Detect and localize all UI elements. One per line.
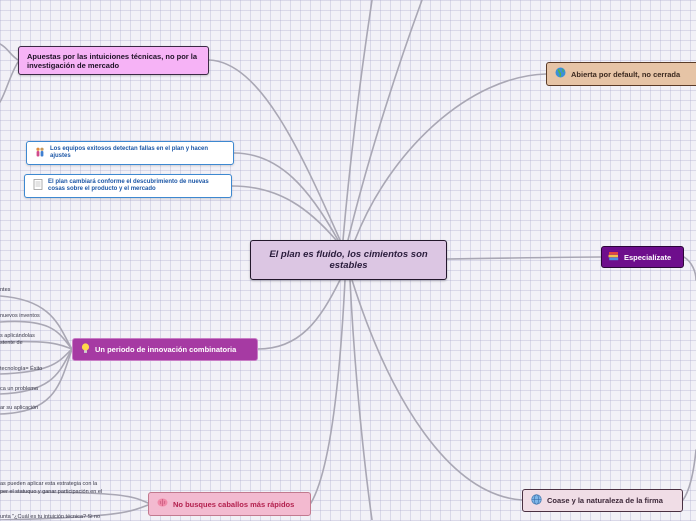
topic-especializate[interactable]: Especialízate — [601, 246, 684, 268]
globe-icon — [555, 67, 566, 81]
topic-apuestas-label: Apuestas por las intuiciones técnicas, n… — [27, 51, 198, 70]
topic-abierta-label: Abierta por default, no cerrada — [571, 69, 681, 79]
network-globe-icon — [531, 493, 542, 508]
subtopic-text[interactable]: ca un problema — [0, 386, 38, 392]
topic-plan-cambiara-label: El plan cambiará conforme el descubrimie… — [48, 178, 209, 192]
topic-caballos[interactable]: No busques caballos más rápidos — [148, 492, 311, 516]
subtopic-text[interactable]: ntes — [0, 287, 11, 293]
topic-coase-label: Coase y la naturaleza de la firma — [547, 496, 663, 505]
subtopic-text[interactable]: tecnología= Éxito — [0, 366, 43, 372]
central-topic[interactable]: El plan es fluido, los cimientos son est… — [250, 240, 447, 280]
topic-abierta[interactable]: Abierta por default, no cerrada — [546, 62, 696, 86]
topic-especializate-label: Especialízate — [624, 252, 672, 262]
topic-equipos[interactable]: Los equipos exitosos detectan fallas en … — [26, 141, 234, 165]
subtopic-text[interactable]: ar su aplicación — [0, 405, 39, 411]
people-icon — [35, 147, 45, 160]
subtopic-text[interactable]: as pueden aplicar esta estrategia con la — [0, 481, 98, 487]
subtopic-text[interactable]: nuevos inventos — [0, 313, 40, 319]
topic-plan-cambiara[interactable]: El plan cambiará conforme el descubrimie… — [24, 174, 232, 198]
lightbulb-icon — [81, 342, 90, 357]
topic-periodo-label: Un periodo de innovación combinatoria — [95, 345, 237, 354]
topic-equipos-label: Los equipos exitosos detectan fallas en … — [50, 145, 209, 159]
brain-icon — [157, 498, 168, 510]
topic-periodo[interactable]: Un periodo de innovación combinatoria — [72, 338, 258, 361]
topic-apuestas[interactable]: Apuestas por las intuiciones técnicas, n… — [18, 46, 209, 75]
topic-coase[interactable]: Coase y la naturaleza de la firma — [522, 489, 683, 512]
topic-caballos-label: No busques caballos más rápidos — [173, 499, 295, 509]
books-icon — [608, 251, 619, 264]
central-topic-label: El plan es fluido, los cimientos son est… — [269, 248, 428, 271]
subtopic-text[interactable]: s aplicándolas — [0, 333, 35, 339]
subtopic-text[interactable]: per el statuquo y ganar participación en… — [0, 489, 103, 495]
subtopic-text[interactable]: unta "¿Cuál es tu intuición técnica? Si … — [0, 514, 101, 520]
document-icon — [33, 179, 43, 193]
subtopic-text[interactable]: stente de — [0, 340, 23, 346]
